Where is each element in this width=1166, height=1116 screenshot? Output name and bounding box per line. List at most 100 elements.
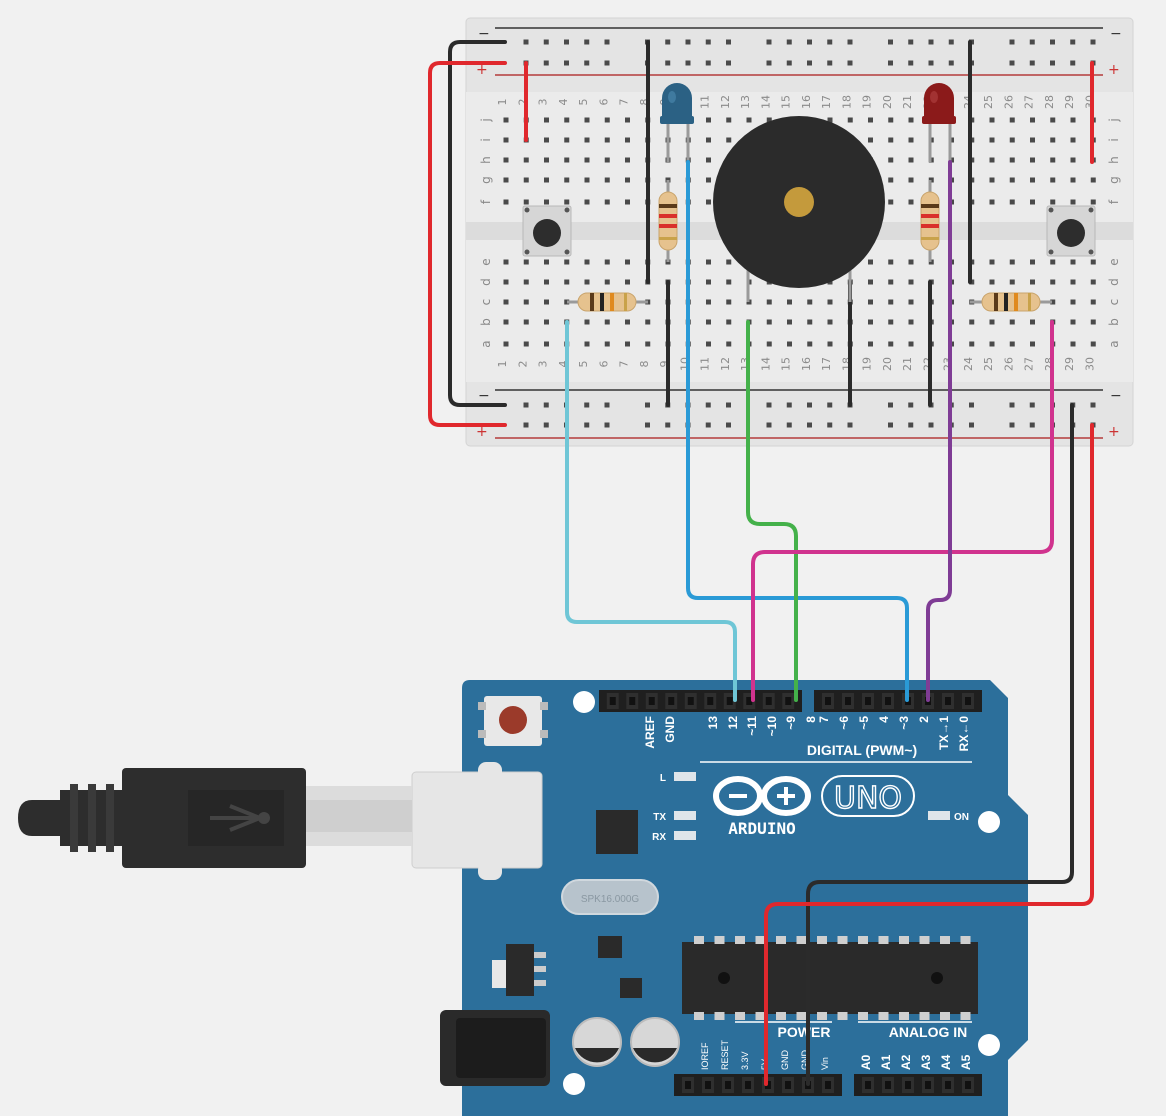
breadboard-hole[interactable] <box>625 341 630 347</box>
breadboard-hole[interactable] <box>1090 259 1096 265</box>
breadboard-hole[interactable] <box>544 341 549 347</box>
breadboard-hole[interactable] <box>766 319 772 325</box>
breadboard-hole[interactable] <box>1070 259 1076 265</box>
rail-hole[interactable] <box>665 60 671 66</box>
rail-hole[interactable] <box>888 422 893 428</box>
breadboard-hole[interactable] <box>888 319 894 325</box>
breadboard-hole[interactable] <box>868 117 873 123</box>
breadboard-hole[interactable] <box>523 279 529 285</box>
rail-hole[interactable] <box>928 422 934 428</box>
rail-hole[interactable] <box>1009 402 1015 408</box>
rail-hole[interactable] <box>847 39 853 45</box>
rail-hole[interactable] <box>786 402 792 408</box>
breadboard-hole[interactable] <box>1030 279 1035 285</box>
rail-hole[interactable] <box>705 422 711 428</box>
breadboard-hole[interactable] <box>564 177 570 183</box>
rail-hole[interactable] <box>1029 39 1035 45</box>
breadboard-hole[interactable] <box>766 117 772 123</box>
rail-hole[interactable] <box>888 402 893 408</box>
breadboard-hole[interactable] <box>584 279 590 285</box>
rail-hole[interactable] <box>645 422 650 428</box>
breadboard-hole[interactable] <box>706 279 711 285</box>
breadboard-hole[interactable] <box>564 157 570 163</box>
rail-hole[interactable] <box>766 39 772 45</box>
rail-hole[interactable] <box>908 60 914 66</box>
breadboard-hole[interactable] <box>706 177 711 183</box>
rail-hole[interactable] <box>665 422 671 428</box>
breadboard-hole[interactable] <box>888 341 894 347</box>
rail-hole[interactable] <box>807 39 812 45</box>
breadboard-hole[interactable] <box>604 199 610 205</box>
breadboard-hole[interactable] <box>544 299 549 305</box>
breadboard-hole[interactable] <box>726 137 732 143</box>
rail-hole[interactable] <box>1070 39 1076 45</box>
breadboard-hole[interactable] <box>625 157 630 163</box>
breadboard-hole[interactable] <box>503 279 509 285</box>
breadboard-hole[interactable] <box>503 319 509 325</box>
breadboard-hole[interactable] <box>544 157 549 163</box>
rail-hole[interactable] <box>604 60 610 66</box>
breadboard-hole[interactable] <box>604 259 610 265</box>
breadboard-hole[interactable] <box>1009 137 1015 143</box>
rail-hole[interactable] <box>908 422 914 428</box>
rail-hole[interactable] <box>543 422 549 428</box>
breadboard-hole[interactable] <box>766 299 772 305</box>
breadboard-hole[interactable] <box>564 259 570 265</box>
breadboard-hole[interactable] <box>625 319 630 325</box>
breadboard-hole[interactable] <box>888 157 894 163</box>
breadboard-hole[interactable] <box>1030 319 1035 325</box>
breadboard-hole[interactable] <box>523 259 529 265</box>
breadboard-hole[interactable] <box>706 137 711 143</box>
breadboard-hole[interactable] <box>625 117 630 123</box>
breadboard-hole[interactable] <box>888 299 894 305</box>
breadboard-hole[interactable] <box>1030 137 1035 143</box>
breadboard-hole[interactable] <box>868 259 873 265</box>
breadboard-hole[interactable] <box>787 299 792 305</box>
breadboard-hole[interactable] <box>1030 177 1035 183</box>
breadboard-hole[interactable] <box>584 177 590 183</box>
breadboard-hole[interactable] <box>908 137 914 143</box>
breadboard-hole[interactable] <box>523 319 529 325</box>
rail-hole[interactable] <box>1070 60 1076 66</box>
rail-hole[interactable] <box>726 39 731 45</box>
breadboard-hole[interactable] <box>625 259 630 265</box>
breadboard-hole[interactable] <box>1030 259 1035 265</box>
rail-hole[interactable] <box>766 422 772 428</box>
rail-hole[interactable] <box>908 402 914 408</box>
breadboard-hole[interactable] <box>544 259 549 265</box>
breadboard-hole[interactable] <box>1070 299 1076 305</box>
breadboard-hole[interactable] <box>503 177 509 183</box>
breadboard-hole[interactable] <box>766 341 772 347</box>
breadboard-hole[interactable] <box>706 199 711 205</box>
rail-hole[interactable] <box>726 402 731 408</box>
breadboard-hole[interactable] <box>888 199 894 205</box>
breadboard-hole[interactable] <box>645 341 651 347</box>
breadboard-hole[interactable] <box>1050 259 1056 265</box>
breadboard-hole[interactable] <box>1009 319 1015 325</box>
breadboard-hole[interactable] <box>1090 279 1096 285</box>
breadboard-hole[interactable] <box>908 117 914 123</box>
breadboard-hole[interactable] <box>1090 319 1096 325</box>
breadboard-hole[interactable] <box>564 299 570 305</box>
rail-hole[interactable] <box>523 402 529 408</box>
breadboard-hole[interactable] <box>523 199 529 205</box>
breadboard-hole[interactable] <box>989 157 995 163</box>
breadboard-hole[interactable] <box>1030 341 1035 347</box>
pushbutton-right[interactable] <box>1046 205 1096 257</box>
breadboard-hole[interactable] <box>989 137 995 143</box>
rail-hole[interactable] <box>726 422 731 428</box>
rail-hole[interactable] <box>948 60 954 66</box>
rail-hole[interactable] <box>786 422 792 428</box>
rail-hole[interactable] <box>705 402 711 408</box>
breadboard-hole[interactable] <box>1070 137 1076 143</box>
breadboard-hole[interactable] <box>827 319 833 325</box>
rail-hole[interactable] <box>827 39 833 45</box>
breadboard-hole[interactable] <box>908 177 914 183</box>
breadboard-hole[interactable] <box>564 279 570 285</box>
breadboard-hole[interactable] <box>908 319 914 325</box>
rail-hole[interactable] <box>807 60 812 66</box>
breadboard-hole[interactable] <box>868 137 873 143</box>
breadboard-hole[interactable] <box>503 341 509 347</box>
rail-hole[interactable] <box>604 422 610 428</box>
breadboard-hole[interactable] <box>888 117 894 123</box>
